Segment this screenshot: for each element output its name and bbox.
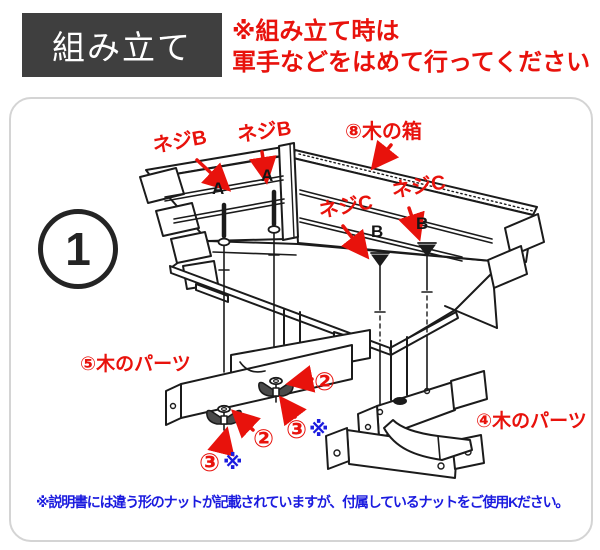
label-wingnut-right: ③ [286, 416, 308, 444]
warning-line-1: ※組み立て時は [232, 18, 400, 45]
step-number-badge: 1 [38, 209, 118, 289]
label-washer-right: ② [314, 368, 336, 396]
mark-b-1: B [371, 222, 384, 241]
asterisk-left: ※ [223, 452, 243, 474]
mark-b-2: B [416, 214, 429, 233]
diagram-panel [9, 97, 593, 542]
warning-line-2: 軍手などをはめて行ってください [232, 49, 591, 76]
step-number: 1 [65, 223, 91, 275]
label-wood-box-8: ⑧木の箱 [345, 121, 422, 143]
label-wood-part-4: ④木のパーツ [476, 411, 587, 432]
asterisk-right: ※ [309, 419, 329, 441]
section-title: 組み立て [52, 29, 192, 66]
mark-a-2: A [261, 166, 274, 185]
label-washer-left: ② [253, 425, 275, 453]
assembly-warning: ※組み立て時は 軍手などをはめて行ってください [232, 16, 590, 78]
mark-a-1: A [212, 179, 225, 198]
footnote: ※説明書には違う形のナットが記載されていますが、付属しているナットをご使用Kださ… [36, 494, 569, 510]
label-wingnut-left: ③ [199, 449, 221, 477]
label-wood-part-5: ⑤木のパーツ [80, 354, 191, 375]
section-title-box: 組み立て [22, 13, 222, 77]
